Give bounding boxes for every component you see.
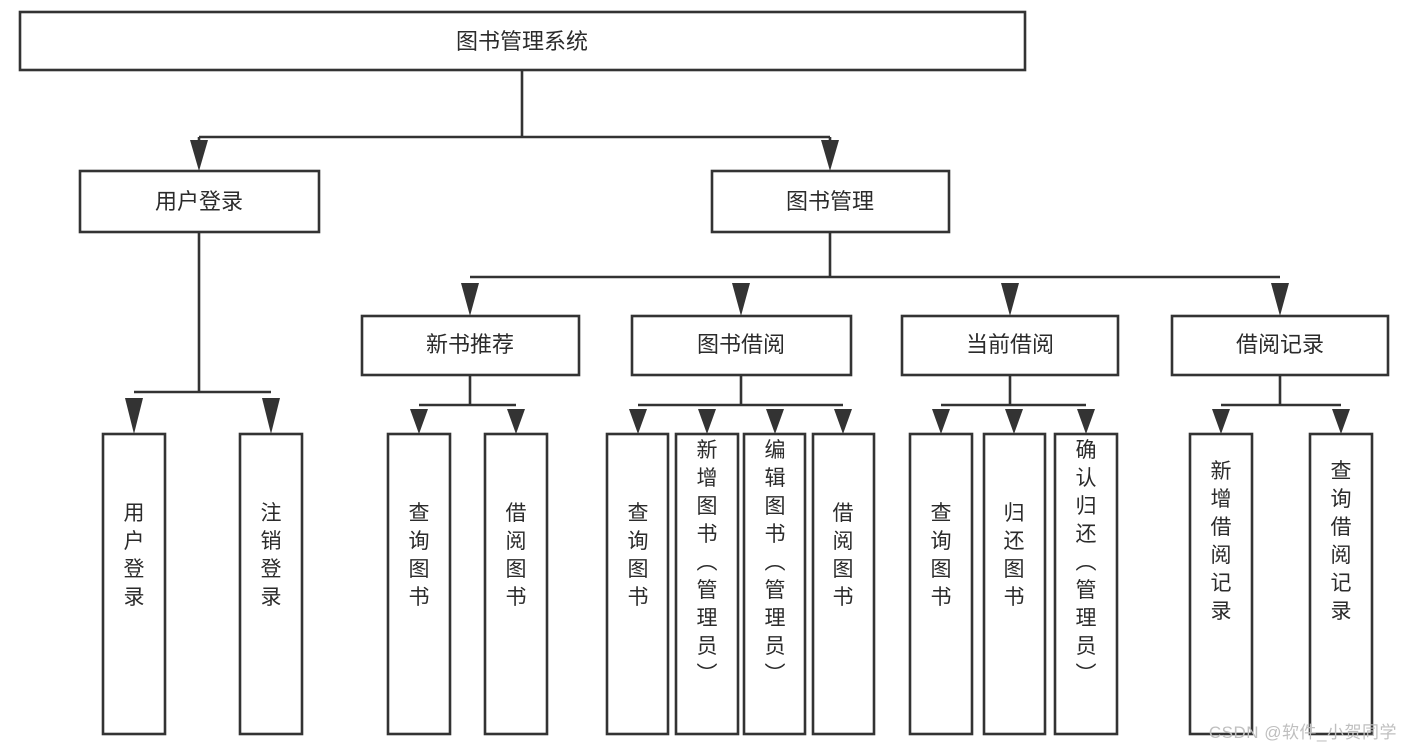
node-new-book-recommend[interactable]: 新书推荐 bbox=[360, 314, 581, 377]
node-book-management[interactable]: 图书管理 bbox=[710, 169, 951, 234]
leaf-edit-book-admin[interactable]: 编辑图书︵管理员︶ bbox=[742, 432, 807, 736]
node-book-borrow-label: 图书借阅 bbox=[697, 332, 785, 357]
leaf-logout-label: 注销登录 bbox=[261, 502, 282, 609]
arrow-head-new-book-recommend bbox=[461, 283, 479, 316]
node-current-borrow-label: 当前借阅 bbox=[966, 332, 1054, 357]
leaf-user-login-label: 用户登录 bbox=[124, 502, 145, 609]
node-borrow-record-box[interactable] bbox=[1170, 314, 1390, 377]
leaf-add-borrow-record-box[interactable] bbox=[1188, 432, 1254, 736]
arrow-head-leaf-add-borrow-record bbox=[1212, 409, 1230, 434]
leaf-query-borrow-record[interactable]: 查询借阅记录 bbox=[1308, 432, 1374, 736]
leaf-query-book-2-label: 查询图书 bbox=[628, 502, 649, 609]
arrow-head-leaf-query-book-2 bbox=[629, 409, 647, 434]
node-current-borrow[interactable]: 当前借阅 bbox=[900, 314, 1120, 377]
arrow-head-leaf-user-login bbox=[125, 398, 143, 434]
node-book-borrow-box[interactable] bbox=[630, 314, 853, 377]
node-book-management-label: 图书管理 bbox=[786, 189, 874, 214]
leaf-return-book-box[interactable] bbox=[982, 432, 1047, 736]
leaf-query-book-1[interactable]: 查询图书 bbox=[386, 432, 452, 736]
node-new-book-recommend-label: 新书推荐 bbox=[426, 332, 514, 357]
leaf-borrow-book-2-label: 借阅图书 bbox=[833, 502, 854, 609]
leaf-borrow-book-2-box[interactable] bbox=[811, 432, 876, 736]
leaf-borrow-book-2[interactable]: 借阅图书 bbox=[811, 432, 876, 736]
arrow-head-leaf-borrow-book-1 bbox=[507, 409, 525, 434]
node-book-management-box[interactable] bbox=[710, 169, 951, 234]
arrow-head-leaf-logout bbox=[262, 398, 280, 434]
leaf-edit-book-admin-box[interactable] bbox=[742, 432, 807, 736]
arrow-head-leaf-return-book bbox=[1005, 409, 1023, 434]
arrow-head-borrow-record bbox=[1271, 283, 1289, 316]
node-user-login[interactable]: 用户登录 bbox=[78, 169, 321, 234]
leaf-logout[interactable]: 注销登录 bbox=[238, 432, 304, 736]
arrow-head-leaf-query-book-1 bbox=[410, 409, 428, 434]
leaf-add-book-admin-box[interactable] bbox=[674, 432, 740, 736]
leaf-query-book-2[interactable]: 查询图书 bbox=[605, 432, 670, 736]
node-root-box[interactable] bbox=[18, 10, 1027, 72]
leaf-query-book-2-box[interactable] bbox=[605, 432, 670, 736]
leaf-query-borrow-record-box[interactable] bbox=[1308, 432, 1374, 736]
leaf-query-book-3-label: 查询图书 bbox=[931, 502, 952, 609]
arrow-head-book-borrow bbox=[732, 283, 750, 316]
node-book-borrow[interactable]: 图书借阅 bbox=[630, 314, 853, 377]
leaf-edit-book-admin-label: 编辑图书︵管理员︶ bbox=[765, 439, 786, 686]
leaf-borrow-book-1[interactable]: 借阅图书 bbox=[483, 432, 549, 736]
leaf-add-book-admin[interactable]: 新增图书︵管理员︶ bbox=[674, 432, 740, 736]
arrow-head-leaf-edit-book-admin bbox=[766, 409, 784, 434]
arrow-head-current-borrow bbox=[1001, 283, 1019, 316]
leaf-borrow-book-1-box[interactable] bbox=[483, 432, 549, 736]
arrow-head-leaf-query-book-3 bbox=[932, 409, 950, 434]
leaf-query-book-3-box[interactable] bbox=[908, 432, 974, 736]
leaf-return-book-label: 归还图书 bbox=[1004, 502, 1025, 609]
arrow-head-leaf-query-borrow-record bbox=[1332, 409, 1350, 434]
arrow-head-leaf-confirm-return-admin bbox=[1077, 409, 1095, 434]
leaf-confirm-return-admin-label: 确认归还︵管理员︶ bbox=[1076, 439, 1097, 686]
node-new-book-recommend-box[interactable] bbox=[360, 314, 581, 377]
leaf-query-book-1-label: 查询图书 bbox=[409, 502, 430, 609]
node-user-login-label: 用户登录 bbox=[155, 189, 243, 214]
leaf-user-login-box[interactable] bbox=[101, 432, 167, 736]
leaf-confirm-return-admin-box[interactable] bbox=[1053, 432, 1119, 736]
node-root[interactable]: 图书管理系统 bbox=[18, 10, 1027, 72]
node-borrow-record-label: 借阅记录 bbox=[1236, 332, 1324, 357]
arrow-head-user-login bbox=[190, 140, 208, 171]
arrow-head-leaf-add-book-admin bbox=[698, 409, 716, 434]
node-root-label: 图书管理系统 bbox=[456, 29, 588, 54]
node-borrow-record[interactable]: 借阅记录 bbox=[1170, 314, 1390, 377]
leaf-add-book-admin-label: 新增图书︵管理员︶ bbox=[697, 439, 718, 686]
leaf-query-book-1-box[interactable] bbox=[386, 432, 452, 736]
leaf-query-borrow-record-label: 查询借阅记录 bbox=[1331, 460, 1352, 623]
arrow-head-leaf-borrow-book-2 bbox=[834, 409, 852, 434]
leaf-user-login[interactable]: 用户登录 bbox=[101, 432, 167, 736]
leaf-return-book[interactable]: 归还图书 bbox=[982, 432, 1047, 736]
leaf-logout-box[interactable] bbox=[238, 432, 304, 736]
leaf-borrow-book-1-label: 借阅图书 bbox=[506, 502, 527, 609]
node-user-login-box[interactable] bbox=[78, 169, 321, 234]
leaf-confirm-return-admin[interactable]: 确认归还︵管理员︶ bbox=[1053, 432, 1119, 736]
connector-layer bbox=[125, 70, 1350, 434]
leaf-query-book-3[interactable]: 查询图书 bbox=[908, 432, 974, 736]
arrow-head-book-management bbox=[821, 140, 839, 171]
csdn-watermark: CSDN @软件_小贺同学 bbox=[1208, 723, 1397, 742]
leaf-add-borrow-record-label: 新增借阅记录 bbox=[1211, 460, 1232, 623]
node-current-borrow-box[interactable] bbox=[900, 314, 1120, 377]
leaf-add-borrow-record[interactable]: 新增借阅记录 bbox=[1188, 432, 1254, 736]
